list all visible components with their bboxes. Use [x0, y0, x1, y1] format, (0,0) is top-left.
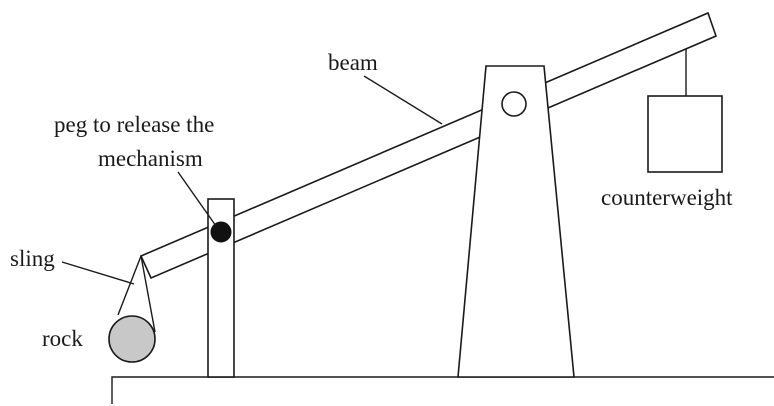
sling-line-right [140, 255, 156, 333]
rock [108, 315, 156, 363]
label-beam: beam [328, 50, 378, 75]
label-peg-line1: peg to release the [54, 112, 214, 137]
beam-leader-line [363, 75, 443, 125]
label-counterweight: counterweight [601, 185, 733, 210]
counterweight-box [647, 95, 723, 173]
support-tower [457, 65, 575, 378]
pivot-circle [501, 91, 527, 117]
sling-line-left [117, 255, 142, 316]
ground-base [111, 376, 774, 404]
sling-leader-line [61, 261, 135, 285]
label-peg-line2: mechanism [98, 146, 203, 171]
label-rock: rock [42, 326, 83, 351]
peg [210, 221, 232, 243]
label-sling: sling [10, 246, 55, 271]
peg-leader-line [177, 171, 217, 227]
